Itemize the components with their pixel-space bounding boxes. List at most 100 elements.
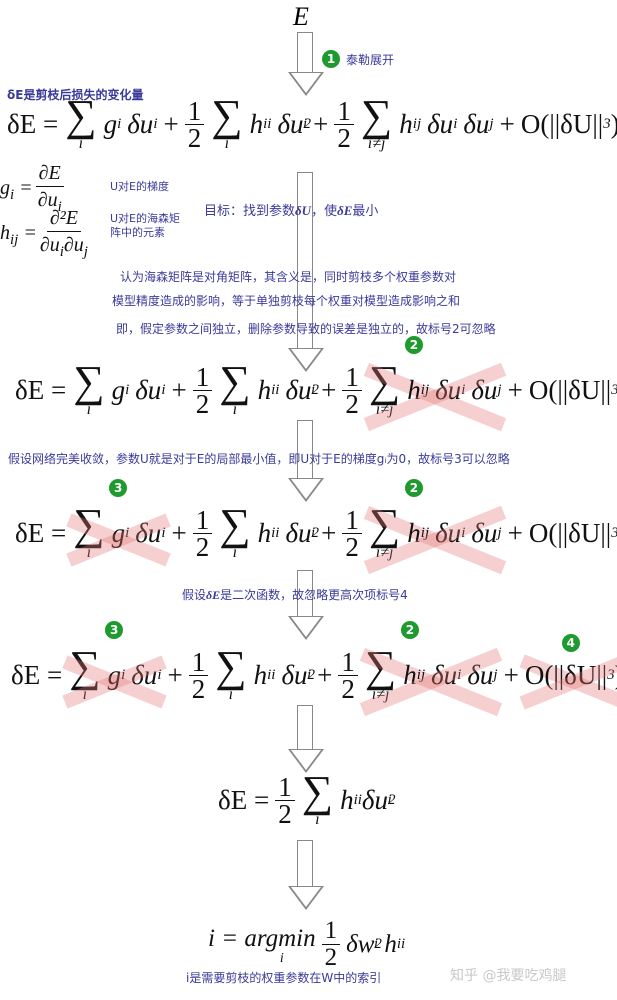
plus-operator: + bbox=[507, 374, 523, 405]
plus-operator: + bbox=[163, 108, 179, 139]
arrow-down-icon bbox=[288, 570, 324, 640]
step-badge-2: 2 bbox=[404, 336, 423, 354]
plus-operator: + bbox=[171, 517, 187, 548]
assumption-convergence: 假设网络完美收敛，参数U就是对于E的局部最小值，即U对于E的梯度gᵢ为0，故标号… bbox=[8, 452, 510, 466]
sum-sign: ∑i bbox=[211, 91, 243, 152]
delta-e-note: δE是剪枝后损失的变化量 bbox=[7, 88, 144, 102]
top-symbol-e: E bbox=[293, 2, 309, 31]
plus-operator: + bbox=[507, 517, 523, 548]
sum-sign: ∑i bbox=[73, 357, 105, 418]
term-group-4: O(||δU||3) bbox=[528, 374, 617, 405]
lhs: δE = bbox=[15, 374, 67, 405]
arrow-down-icon bbox=[288, 420, 324, 502]
gradient-definition: gi = ∂E∂ui bbox=[0, 160, 67, 220]
assumption-quadratic: 假设δE是二次函数，故忽略更高次项标号4 bbox=[182, 588, 408, 602]
plus-operator: + bbox=[499, 108, 515, 139]
sum-sign: ∑i bbox=[219, 500, 251, 561]
sum-sign: ∑i≠j bbox=[360, 91, 393, 152]
sum-sign: ∑i≠j bbox=[368, 357, 401, 418]
sum-sign: ∑i bbox=[215, 642, 247, 703]
sum-sign: ∑i≠j bbox=[364, 642, 397, 703]
plus-operator: + bbox=[171, 374, 187, 405]
arrow-down-icon bbox=[288, 172, 324, 372]
term-group-4: O(||δU||3) bbox=[528, 517, 617, 548]
plus-operator: + bbox=[167, 659, 183, 690]
hessian-note: U对E的海森矩阵中的元素 bbox=[110, 212, 181, 239]
step-badge-3: 3 bbox=[109, 479, 128, 497]
lhs: δE = bbox=[15, 517, 67, 548]
arrow-down-icon bbox=[288, 705, 324, 773]
hessian-definition: hij = ∂²E∂ui∂uj bbox=[0, 207, 88, 260]
plus-operator: + bbox=[321, 374, 337, 405]
assumption-diagonal-line-3: 即，假定参数之间独立，删除参数导致的误差是独立的，故标号2可忽略 bbox=[116, 322, 496, 336]
assumption-diagonal-line-2: 模型精度造成的影响，等于单独剪枝每个权重对模型造成影响之和 bbox=[112, 294, 461, 308]
step-badge-2: 2 bbox=[404, 479, 423, 497]
arrow-down-icon bbox=[288, 840, 324, 910]
taylor-expansion-label: 泰勒展开 bbox=[346, 53, 395, 67]
assumption-diagonal-line-1: 认为海森矩阵是对角矩阵，其含义是，同时剪枝多个权重参数对 bbox=[120, 270, 457, 284]
sum-sign: ∑i bbox=[219, 357, 251, 418]
final-note: i是需要剪枝的权重参数在W中的索引 bbox=[186, 971, 382, 985]
sum-sign: ∑i bbox=[73, 500, 105, 561]
lhs: δE = bbox=[11, 659, 63, 690]
term-group-4: O(||δU||3) bbox=[520, 108, 617, 139]
plus-operator: + bbox=[317, 659, 333, 690]
step-badge-1: 1 bbox=[322, 50, 340, 68]
step-badge-2: 2 bbox=[400, 621, 419, 639]
watermark: 知乎 @我要吃鸡腿 bbox=[450, 968, 567, 984]
term-group-4: O(||δU||3)4 bbox=[522, 633, 617, 691]
step-badge-4: 4 bbox=[561, 633, 580, 652]
plus-operator: + bbox=[313, 108, 329, 139]
lhs: δE = bbox=[7, 108, 59, 139]
step-badge-3: 3 bbox=[105, 621, 124, 639]
sum-sign: ∑i≠j bbox=[368, 500, 401, 561]
